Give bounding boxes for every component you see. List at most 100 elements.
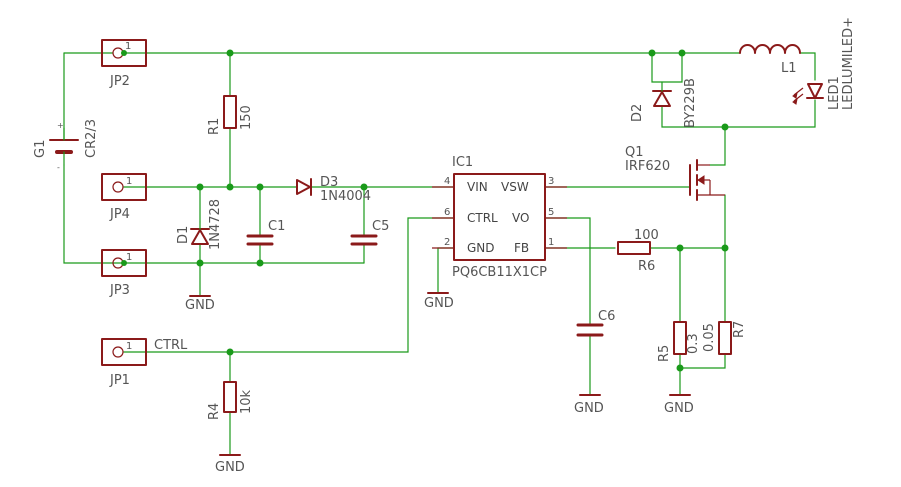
ic-pin-number: 3 xyxy=(548,176,554,187)
inductor-l1: L1 xyxy=(739,44,801,76)
mosfet-ref: Q1 xyxy=(625,145,644,160)
battery-plus-sign: + xyxy=(57,121,64,130)
resistor-value: 10k xyxy=(239,389,254,414)
battery-minus-sign: - xyxy=(57,163,60,172)
connector-pin-number: 1 xyxy=(126,176,132,187)
ground-symbol-d1: GND xyxy=(185,295,215,313)
diode-value: 1N4728 xyxy=(208,199,223,250)
junction-dot xyxy=(196,183,204,191)
led-led1: LED1 LEDLUMILED+ xyxy=(792,17,856,110)
connector-ref: JP4 xyxy=(109,207,130,222)
led-value: LEDLUMILED+ xyxy=(841,17,856,110)
ground-symbol-r4: GND xyxy=(215,454,245,475)
junction-dot xyxy=(648,49,656,57)
ground-symbol-ic: GND xyxy=(424,292,454,311)
battery-g1: + - G1 CR2/3 xyxy=(33,119,99,172)
ic1-regulator: IC1 PQ6CB11X1CP VIN CTRL GND VSW VO FB 4… xyxy=(432,155,567,280)
resistor-value: 0.05 xyxy=(702,323,717,352)
diode-d3: D3 1N4004 xyxy=(296,175,371,204)
capacitor-ref: C6 xyxy=(598,309,615,324)
resistor-ref: R6 xyxy=(638,259,655,274)
resistor-ref: R7 xyxy=(732,321,747,338)
connector-ref: JP3 xyxy=(109,283,130,298)
battery-ref: G1 xyxy=(33,140,48,158)
connector-pin-number: 1 xyxy=(126,252,132,263)
resistor-r4: R4 10k xyxy=(207,381,254,420)
wires xyxy=(63,52,816,456)
ground-label: GND xyxy=(574,401,604,416)
inductor-ref: L1 xyxy=(781,61,797,76)
resistor-r7: 0.05 R7 xyxy=(702,321,747,355)
mosfet-value: IRF620 xyxy=(625,159,670,174)
connector-jp4: 1 JP4 xyxy=(101,173,147,222)
ic-pin-number: 4 xyxy=(444,176,450,187)
ground-symbol-r5: GND xyxy=(664,394,694,416)
wire-ctrl xyxy=(123,217,455,353)
capacitor-c1: C1 xyxy=(246,219,285,246)
ic-pin-number: 2 xyxy=(444,237,450,248)
ic-pin-name: VSW xyxy=(501,180,529,194)
capacitor-c6: C6 xyxy=(576,309,615,337)
ground-symbol-c6: GND xyxy=(574,394,604,416)
connector-jp2: 1 JP2 xyxy=(101,39,147,89)
junction-dot xyxy=(721,244,729,252)
diode-ref: D3 xyxy=(320,175,338,190)
resistor-r5: R5 0.3 xyxy=(657,321,701,362)
ic-pin-name: GND xyxy=(467,241,495,255)
ic-pin-number: 1 xyxy=(548,237,554,248)
diode-value: 1N4004 xyxy=(320,189,371,204)
wire-r7 xyxy=(679,194,726,369)
wire-l1-led xyxy=(724,52,816,128)
wire-d2 xyxy=(651,52,726,128)
ic-pin-name: CTRL xyxy=(467,211,498,225)
ic-pin-name: VIN xyxy=(467,180,488,194)
connector-ref: JP2 xyxy=(109,74,130,89)
junction-dot xyxy=(226,348,234,356)
resistor-ref: R5 xyxy=(657,345,672,362)
junction-dot xyxy=(256,259,264,267)
junction-dot xyxy=(256,183,264,191)
wire-battery-bottom xyxy=(63,164,125,264)
junction-dot xyxy=(226,183,234,191)
connector-pin-number: 1 xyxy=(125,41,131,52)
ic-pin-number: 5 xyxy=(548,207,554,218)
ground-label: GND xyxy=(424,296,454,311)
junction-dot xyxy=(676,244,684,252)
resistor-ref: R4 xyxy=(207,403,222,420)
junction-dot xyxy=(360,183,368,191)
diode-ref: D2 xyxy=(630,104,645,122)
resistor-value: 150 xyxy=(239,105,254,130)
resistor-value: 100 xyxy=(634,228,659,243)
ic-pin-name: VO xyxy=(512,211,529,225)
ic-pin-number: 6 xyxy=(444,207,450,218)
diode-d1: D1 1N4728 xyxy=(176,199,223,250)
ic-pin-name: FB xyxy=(514,241,529,255)
ground-label: GND xyxy=(185,298,215,313)
mosfet-q1: Q1 IRF620 xyxy=(625,145,725,201)
capacitor-ref: C1 xyxy=(268,219,285,234)
junction-dot xyxy=(678,49,686,57)
resistor-r6: 100 R6 xyxy=(617,228,659,274)
capacitor-ref: C5 xyxy=(372,219,389,234)
connector-jp3: 1 JP3 xyxy=(101,249,147,298)
connector-ref: JP1 xyxy=(109,373,130,388)
resistor-ref: R1 xyxy=(207,118,222,135)
capacitor-c5: C5 xyxy=(350,219,389,246)
led-ref: LED1 xyxy=(827,76,842,110)
wire-q1-drain xyxy=(709,126,726,166)
diode-ref: D1 xyxy=(176,226,191,244)
junction-dot xyxy=(676,364,684,372)
net-label-ctrl: CTRL xyxy=(154,338,188,353)
battery-value: CR2/3 xyxy=(84,119,99,158)
junction-dot xyxy=(196,259,204,267)
junction-dot xyxy=(226,49,234,57)
ic-value: PQ6CB11X1CP xyxy=(452,265,547,280)
resistor-r1: R1 150 xyxy=(207,95,254,135)
ground-label: GND xyxy=(664,401,694,416)
ic-ref: IC1 xyxy=(452,155,473,170)
connector-jp1: 1 JP1 CTRL xyxy=(101,338,188,388)
junctions xyxy=(196,49,729,372)
connector-pin-number: 1 xyxy=(126,341,132,352)
diode-value: BY229B xyxy=(683,78,698,128)
